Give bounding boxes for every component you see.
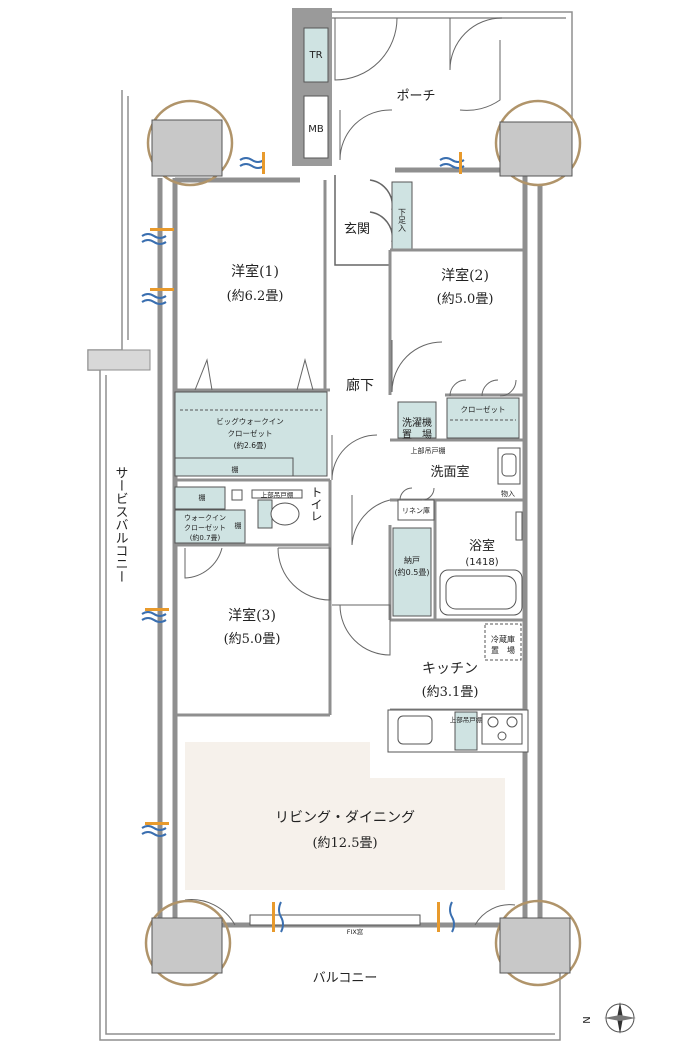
porch-outline: [322, 11, 573, 120]
closet2-label: クローゼット: [461, 404, 506, 414]
western3-door-1: [184, 547, 223, 579]
toilet-tank: [257, 499, 273, 529]
bathtub-inner: [445, 575, 517, 610]
shoe-closet-label: 下足入: [398, 208, 407, 232]
fridge-space: [484, 623, 522, 661]
compass-north-label: N: [582, 1016, 593, 1023]
toilet-upper-shelf: 上部吊戸棚: [261, 490, 294, 499]
entrance: [334, 175, 394, 266]
wash-upper-shelf: 上部吊戸棚: [411, 446, 446, 455]
fridge-line1: 冷蔵庫: [491, 634, 515, 644]
wic-shelf-top: [174, 486, 226, 510]
kitchen-label: キッチン: [422, 661, 478, 677]
ventilation-icons: [141, 152, 465, 933]
western2-door: [391, 340, 443, 393]
western2-label: 洋室(2): [441, 267, 489, 284]
service-balcony-rail: [87, 349, 151, 371]
washer-line2: 置 場: [402, 428, 432, 441]
porch-doors: [334, 17, 503, 161]
linen-label: リネン庫: [402, 506, 430, 515]
wic-line1: ウォークイン: [184, 514, 226, 522]
western1-size: (約6.2畳): [227, 289, 284, 304]
big-wic-shelf-label: 棚: [232, 465, 239, 474]
genkan-label: 玄関: [344, 222, 370, 237]
wic-shelf2-label: 棚: [199, 493, 206, 502]
western2-size: (約5.0畳): [437, 292, 494, 307]
mb-label: MB: [308, 124, 324, 135]
fix-window-label: FIX窓: [347, 927, 364, 936]
linen-cabinet: [397, 499, 435, 521]
fix-window: [249, 914, 421, 926]
wic-size: (約0.7畳): [190, 533, 221, 542]
big-wic-line1: ビッグウォークイン: [216, 416, 284, 426]
washer-line1: 洗濯機: [402, 416, 432, 429]
western1-label: 洋室(1): [231, 263, 279, 280]
bath-label: 浴室: [469, 538, 495, 554]
nando-size: (約0.5畳): [395, 567, 430, 577]
big-wic-line2: クローゼット: [228, 428, 273, 438]
kitchen-upper-shelf: 上部吊戸棚: [450, 715, 483, 724]
ld-label: リビング・ダイニング: [275, 810, 415, 826]
toilet-bowl: [270, 502, 300, 526]
linen-doors: [399, 487, 435, 501]
western3-door-2: [277, 547, 331, 601]
wash-storage-label: 物入: [501, 489, 515, 498]
porch-label: ポーチ: [396, 89, 435, 104]
mb-box: [303, 95, 329, 159]
western3-label: 洋室(3): [228, 607, 276, 624]
tr-label: TR: [308, 50, 322, 61]
wic-line2: クローゼット: [184, 523, 226, 532]
big-wic-size: (約2.6畳): [234, 440, 267, 450]
toilet-label: トイレ: [309, 486, 323, 522]
ld-size: (約12.5畳): [312, 836, 377, 851]
hallway-label: 廊下: [346, 377, 374, 394]
ld-windows: [184, 899, 516, 926]
fridge-line2: 置 場: [491, 645, 515, 655]
wash-basin-inner: [501, 453, 517, 477]
hallway-door-1: [331, 434, 378, 481]
western3-size: (約5.0畳): [224, 632, 281, 647]
nando-label: 納戸: [404, 555, 420, 565]
service-balcony-label: サービスバルコニー: [113, 466, 129, 583]
kitchen-shelf: [454, 711, 478, 751]
ld-floor: [185, 742, 505, 890]
bath-size: (1418): [465, 557, 498, 568]
kitchen-sink: [397, 715, 433, 745]
wic-small-box: [231, 489, 243, 501]
nando: [392, 527, 432, 617]
balcony-label: バルコニー: [313, 971, 378, 986]
nando-door: [332, 604, 391, 656]
washer-space: [397, 401, 437, 439]
toilet-shelf: [251, 489, 303, 499]
wic-shelf3-label: 棚: [235, 521, 242, 530]
compass-icon: [604, 1002, 636, 1034]
wic: [174, 509, 246, 544]
western1-closet-doors: [194, 358, 314, 391]
kitchen-size: (約3.1畳): [422, 685, 479, 700]
tr-box: [303, 27, 329, 83]
closet2: [446, 397, 520, 439]
stove-icon: [481, 713, 523, 745]
bath-shelf: [515, 511, 523, 541]
structural-columns: [144, 99, 582, 987]
hallway-door-2: [351, 495, 391, 546]
closet2-doors: [449, 379, 517, 397]
washroom-label: 洗面室: [430, 464, 469, 480]
big-wic-shelf: [174, 457, 294, 477]
